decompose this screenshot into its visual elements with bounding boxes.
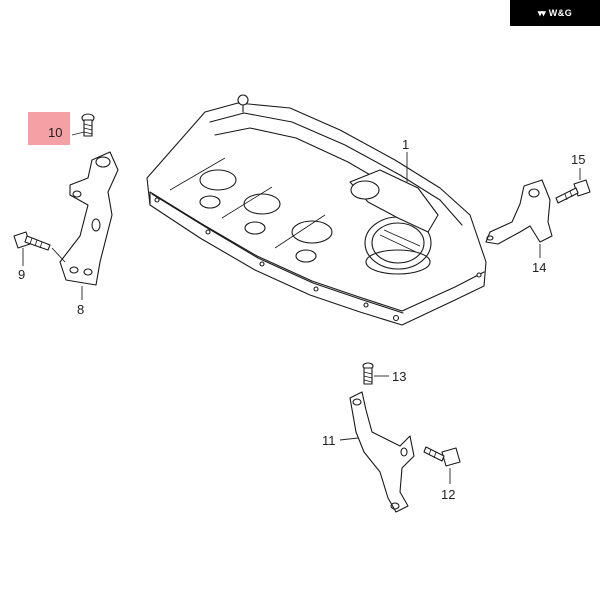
brand-logo-icon: ▾▾ <box>537 7 546 18</box>
callout-10: 10 <box>48 125 63 140</box>
callout-8: 8 <box>77 302 85 317</box>
part-1-cylinder-head-cover <box>146 94 487 326</box>
oil-filler-cap <box>364 216 432 275</box>
brand-badge: ▾▾ W&G <box>510 0 600 26</box>
part-14-bracket <box>485 179 553 258</box>
part-15-bolt <box>555 168 591 204</box>
callout-15: 15 <box>571 152 586 167</box>
part-9-bolt <box>13 231 66 266</box>
part-13-stud <box>362 362 389 385</box>
callout-1: 1 <box>402 137 410 152</box>
brand-name: W&G <box>548 8 573 18</box>
callout-14: 14 <box>532 260 547 275</box>
part-8-bracket <box>59 151 119 286</box>
callout-11: 11 <box>322 433 336 448</box>
callout-9: 9 <box>18 267 26 282</box>
callout-10-highlight <box>28 112 70 145</box>
callout-12: 12 <box>441 487 456 502</box>
part-12-bolt <box>423 446 461 484</box>
callout-13: 13 <box>392 369 407 384</box>
part-10-bolt <box>71 113 95 137</box>
part-11-bracket <box>339 391 415 513</box>
